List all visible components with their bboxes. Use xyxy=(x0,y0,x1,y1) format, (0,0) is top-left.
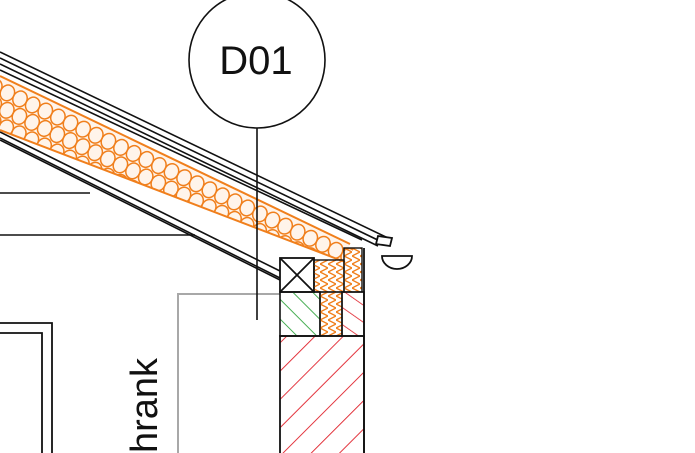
detail-callout[interactable]: D01 xyxy=(188,0,326,320)
roof-covering xyxy=(0,51,389,247)
detail-tag-label: D01 xyxy=(219,39,292,83)
roof-insulation xyxy=(0,75,360,263)
ceiling-lines xyxy=(0,192,195,236)
room-label: hrank xyxy=(124,357,166,453)
interior-outline xyxy=(177,293,280,453)
insulation-oval xyxy=(250,240,267,258)
ring-beam xyxy=(279,291,365,337)
gutter xyxy=(374,234,413,270)
wall-plate-timber xyxy=(279,257,315,293)
roof-underside xyxy=(0,131,283,281)
masonry-wall xyxy=(279,248,365,453)
left-cabinet-outline xyxy=(0,322,53,453)
insulation-oval xyxy=(263,246,280,262)
eaves-insulation xyxy=(313,247,363,293)
